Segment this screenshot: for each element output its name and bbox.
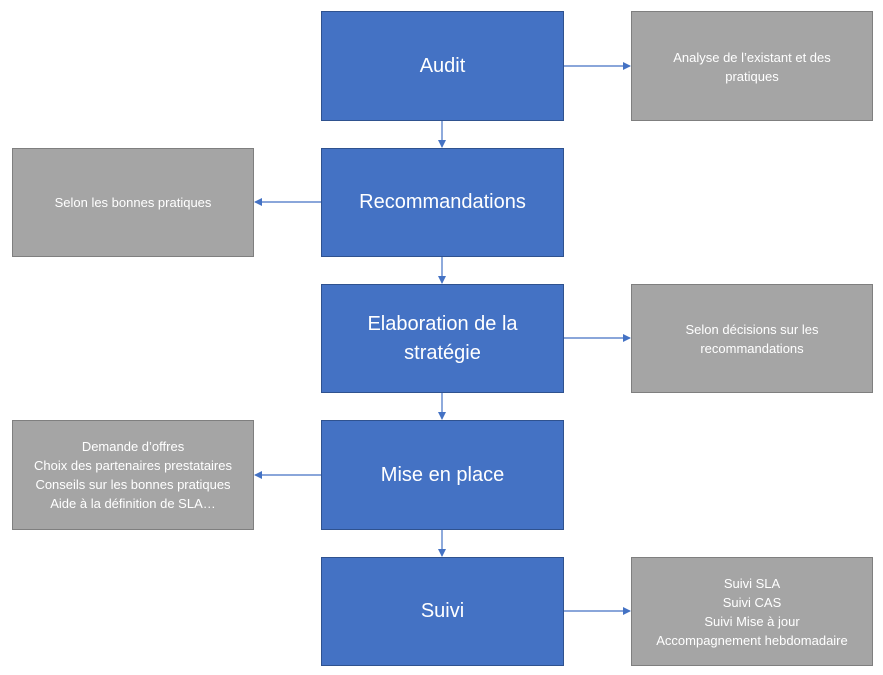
note-audit-line-2: pratiques — [725, 69, 779, 84]
step-strategie-label-line-1: Elaboration de la — [367, 312, 518, 335]
note-suivi-line-1: Suivi SLA — [723, 575, 781, 591]
note-suivi-line-2: Suivi CAS — [722, 594, 782, 610]
note-recommandations-line-1: Selon les bonnes pratiques — [54, 195, 212, 210]
note-strategie-line-1: Selon décisions sur les — [685, 322, 819, 337]
note-mise-en-place-line-2: Choix des partenaires prestataires — [34, 458, 232, 473]
note-audit-line-1: Analyse de l’existant et des — [673, 50, 831, 65]
step-recommandations: Recommandations — [321, 148, 564, 257]
note-mise-en-place-line-1: Demande d’offres — [81, 439, 185, 454]
step-mise-en-place-label: Mise en place — [380, 463, 505, 486]
step-strategie-label-line-2: stratégie — [404, 341, 481, 364]
step-recommandations-label: Recommandations — [359, 191, 526, 213]
step-audit: Audit — [321, 11, 564, 121]
note-mise-en-place-line-3: Conseils sur les bonnes pratiques — [35, 477, 231, 492]
step-suivi: Suivi — [321, 557, 564, 666]
note-mise-en-place-line-4: Aide à la définition de SLA… — [50, 496, 216, 511]
note-suivi: Suivi SLA Suivi CAS Suivi Mise à jour Ac… — [631, 557, 873, 666]
note-mise-en-place: Demande d’offres Choix des partenaires p… — [12, 420, 254, 530]
step-mise-en-place: Mise en place — [321, 420, 564, 530]
note-suivi-line-4: Accompagnement hebdomadaire — [656, 632, 848, 648]
note-audit: Analyse de l’existant et des pratiques — [631, 11, 873, 121]
step-strategie: Elaboration de la stratégie — [321, 284, 564, 393]
note-strategie: Selon décisions sur les recommandations — [631, 284, 873, 393]
note-recommandations: Selon les bonnes pratiques — [12, 148, 254, 257]
note-strategie-line-2: recommandations — [700, 341, 804, 356]
step-suivi-label: Suivi — [420, 600, 465, 622]
step-audit-label: Audit — [419, 54, 466, 77]
note-suivi-line-3: Suivi Mise à jour — [704, 613, 800, 629]
